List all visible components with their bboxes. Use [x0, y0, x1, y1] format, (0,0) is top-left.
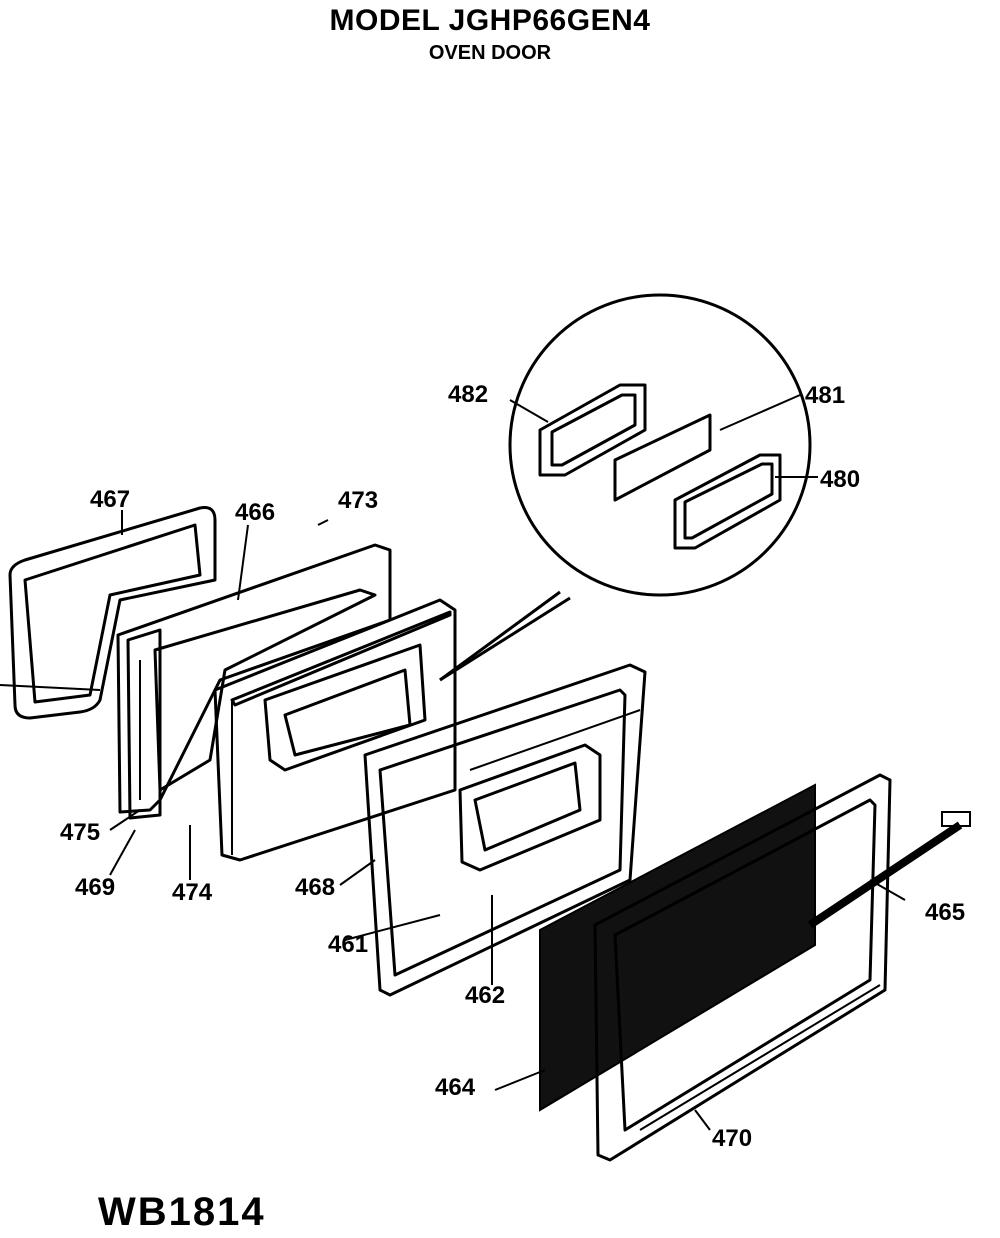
callout-467: 467 — [90, 486, 130, 513]
callout-470: 470 — [712, 1125, 752, 1152]
diagram-subtitle: OVEN DOOR — [428, 42, 552, 64]
part-480-frame — [673, 453, 782, 550]
part-465-handle — [807, 811, 971, 929]
part-464-insulation — [539, 783, 816, 1112]
callout-482: 482 — [448, 381, 488, 408]
callout-468: 468 — [295, 874, 335, 901]
callout-469: 469 — [75, 874, 115, 901]
diagram-title: MODEL JGHP66GEN4 — [329, 4, 651, 37]
part-470-outer-door — [593, 773, 892, 1162]
door-panel — [213, 598, 457, 862]
part-467-gasket — [0, 506, 217, 720]
callout-462: 462 — [465, 982, 505, 1009]
part-466-liner — [116, 543, 392, 820]
callout-474: 474 — [172, 879, 213, 906]
callout-475: 475 — [60, 819, 100, 846]
part-481-glass — [613, 413, 712, 502]
diagram-code: WB1814 — [98, 1190, 266, 1234]
callout-465: 465 — [925, 899, 965, 926]
callout-481: 481 — [805, 382, 845, 409]
callout-461: 461 — [328, 931, 368, 958]
callout-473: 473 — [338, 487, 378, 514]
part-468-frame — [363, 663, 647, 997]
callout-466: 466 — [235, 499, 275, 526]
detail-circle — [439, 293, 818, 682]
callout-464: 464 — [435, 1074, 476, 1101]
part-482-frame — [538, 383, 647, 477]
leader-lines — [109, 510, 906, 1131]
callout-480: 480 — [820, 466, 860, 493]
